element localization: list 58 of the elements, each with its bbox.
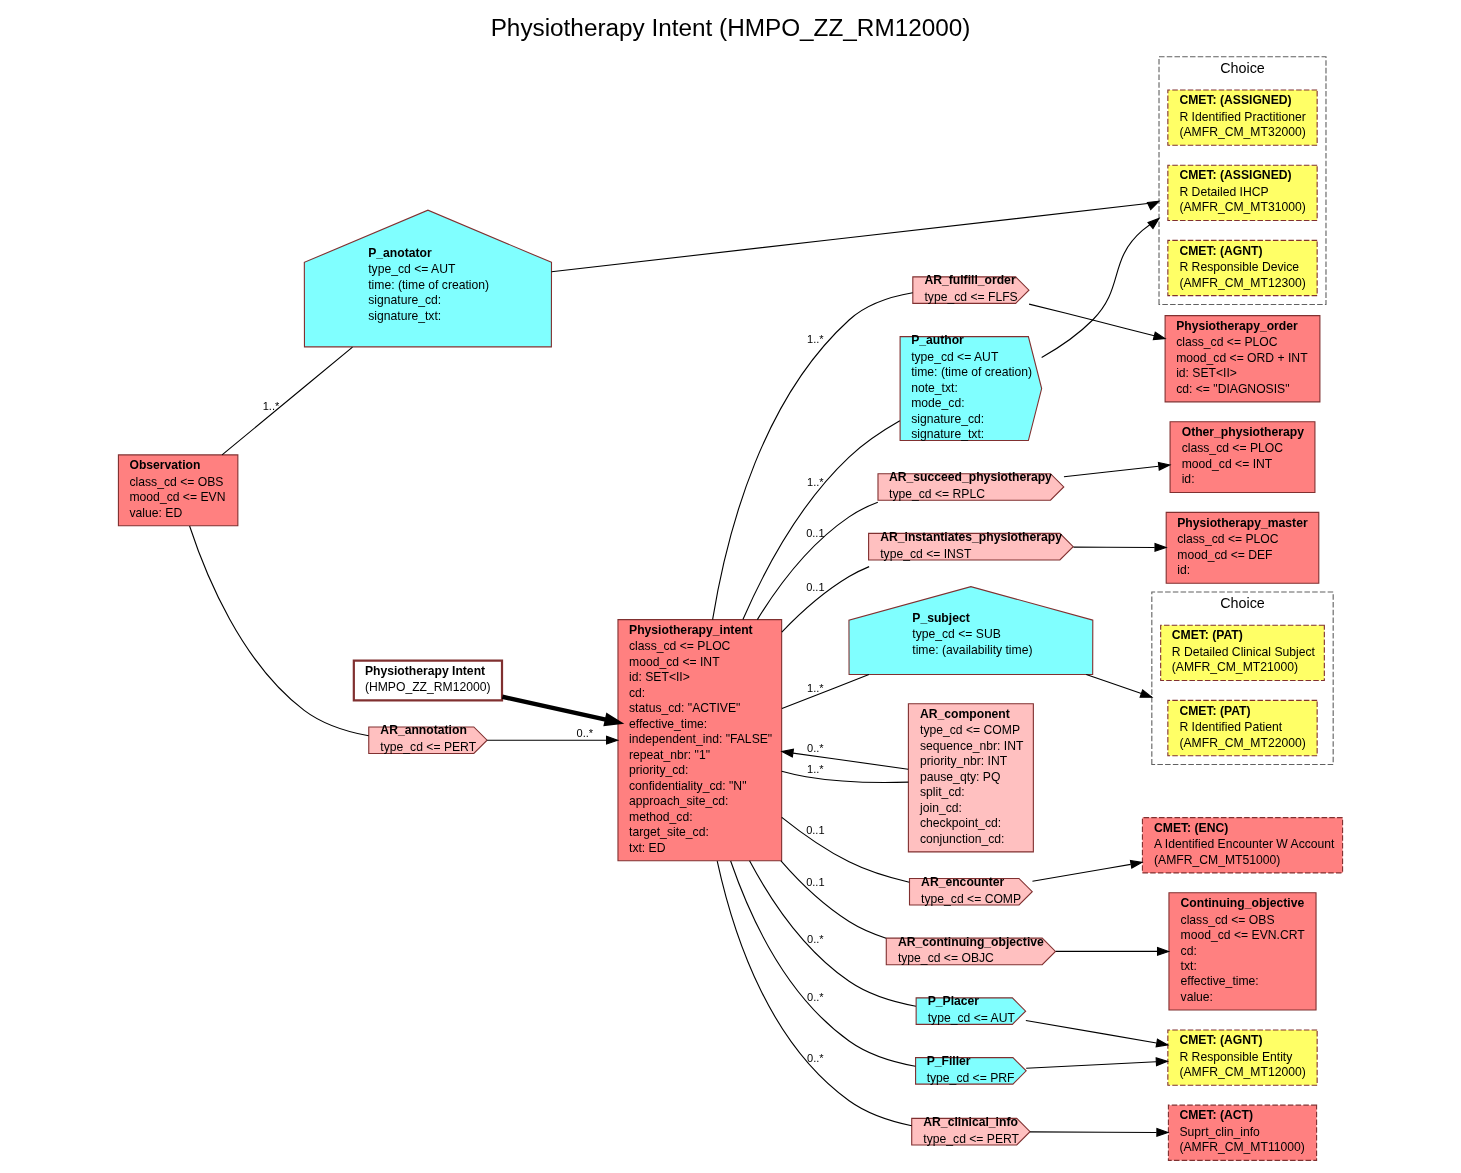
edge-label: 0..1 — [806, 526, 825, 539]
arrow — [1072, 542, 1168, 553]
connector — [716, 860, 913, 1127]
arrow — [486, 735, 620, 745]
edge-label: 1..* — [807, 763, 824, 776]
edge-label: 0..* — [807, 932, 824, 945]
edge-label: 0..1 — [806, 824, 825, 837]
arrow — [1031, 859, 1144, 882]
connector — [189, 525, 370, 737]
arrow — [1028, 303, 1167, 341]
node-box: Physiotherapy Intent (HMPO_ZZ_RM12000) — [352, 659, 504, 702]
arrow — [1041, 217, 1161, 359]
connector — [742, 420, 901, 620]
node-box: Observation class_cd <= OBS mood_cd <= EVN value: ED — [117, 454, 239, 527]
edge-label: 0..* — [807, 991, 824, 1004]
node-box: Physiotherapy_master class_cd <= PLOC mood_cd <= DEF id: — [1165, 511, 1320, 584]
node-box: CMET: (ASSIGNED) R Identified Practitioner (AMFR_CM_MT32000) — [1167, 89, 1318, 146]
arrow — [1063, 461, 1172, 478]
connector — [781, 566, 870, 633]
node-box: CMET: (PAT) R Detailed Clinical Subject (AMFR_CM_MT21000) — [1160, 624, 1325, 682]
node-box: CMET: (ASSIGNED) R Detailed IHCP (AMFR_CM_MT31000) — [1167, 164, 1318, 222]
node-box: CMET: (ENC) A Identified Encounter W Account (AMFR_CM_MT51000) — [1141, 817, 1344, 874]
connector — [781, 770, 909, 784]
edge-label: 0..1 — [806, 876, 825, 889]
diagram-title: Physiotherapy Intent (HMPO_ZZ_RM12000) — [490, 14, 971, 42]
connector — [221, 346, 354, 456]
arrow — [1025, 1057, 1170, 1069]
arrow — [1029, 1127, 1170, 1138]
arrow — [780, 748, 909, 770]
node-box: CMET: (PAT) R Identified Patient (AMFR_CM_MT22000) — [1167, 699, 1318, 757]
edge-label: 0..1 — [806, 580, 825, 593]
arrow — [550, 200, 1161, 273]
edge-label: 1..* — [262, 399, 280, 412]
connector — [781, 674, 870, 710]
node-box: CMET: (ACT) Suprt_clin_info (AMFR_CM_MT11000) — [1167, 1104, 1318, 1161]
edge-label: 0..* — [576, 726, 594, 739]
node-box: CMET: (AGNT) R Responsible Device (AMFR_CM_MT12300) — [1167, 239, 1318, 297]
node-box: Other_physiotherapy class_cd <= PLOC mood_cd <= INT id: — [1169, 421, 1316, 494]
arrow — [1055, 946, 1171, 957]
edge-label: 1..* — [807, 681, 824, 694]
arrow — [501, 694, 625, 727]
connector — [781, 816, 910, 883]
node-box: CMET: (AGNT) R Responsible Entity (AMFR_CM_MT12000) — [1167, 1029, 1318, 1086]
connector — [749, 860, 917, 1007]
node-box: AR_component type_cd <= COMP sequence_nbr: INT priority_nbr: INT pause_qty: PQ split_cd: join_cd: checkpoint_cd: conjunction_cd: — [907, 703, 1034, 853]
edge-label: 0..* — [807, 742, 824, 755]
connector — [780, 860, 887, 939]
node-box: Continuing_objective class_cd <= OBS mood_cd <= EVN.CRT cd: txt: effective_time: value: — [1168, 892, 1317, 1011]
arrow — [1085, 674, 1154, 698]
connector — [730, 860, 916, 1067]
edge-label: 1..* — [807, 475, 824, 488]
node-box: Physiotherapy_order class_cd <= PLOC mood_cd <= ORD + INT id: SET<II> cd: <= "DIAGNOSIS" — [1164, 315, 1321, 403]
connector — [756, 501, 879, 621]
edge-label: 0..* — [807, 1052, 824, 1064]
arrow — [1025, 1019, 1170, 1048]
connector — [712, 292, 914, 621]
node-box: Physiotherapy_intent class_cd <= PLOC mood_cd <= INT id: SET<II> cd: status_cd: "ACTIVE" effective_time: independent_ind: "FALSE" repeat_nbr: "1" priority_cd: confidentiality_cd: "N" approach_site_cd: method_cd: target_site_cd: txt: ED — [617, 619, 783, 862]
edge-label: 1..* — [807, 333, 824, 346]
